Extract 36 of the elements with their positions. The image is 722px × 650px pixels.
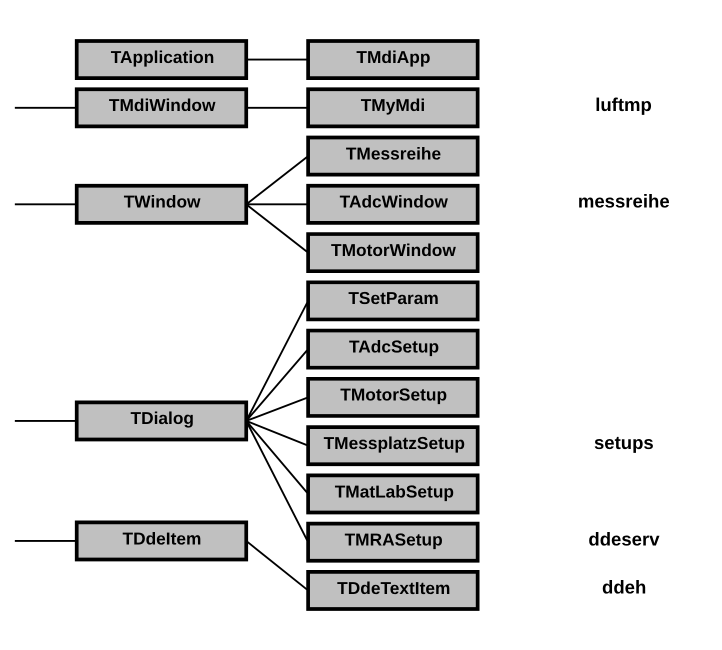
node-box: TMyMdi [306,87,479,128]
label: ddeh [602,576,646,598]
label: ddeserv [588,528,660,550]
connector [245,396,308,422]
connector [14,106,76,109]
connector [14,420,76,422]
node-box: TMRASetup [306,522,479,563]
node-box: TDdeTextItem [306,570,479,611]
connector [245,540,308,592]
label: messreihe [577,190,670,212]
label: luftmp [594,94,652,115]
node-box: TWindow [74,184,248,225]
connector [245,420,308,447]
node-box: TMotorSetup [306,376,479,418]
node-box: TMdiWindow [74,87,248,128]
connector [14,540,76,542]
node-box: TDialog [74,400,248,442]
connector [246,58,308,60]
connector [14,203,76,206]
connector [245,155,308,206]
node-box: TMotorWindow [306,232,479,274]
node-box: TMessplatzSetup [306,425,479,466]
node-box: TDdeItem [74,520,248,562]
node-box: TMessreihe [306,136,479,176]
node-box: TMdiApp [306,39,479,80]
connector [245,420,308,494]
connector [245,348,308,422]
connector [245,204,308,254]
node-box: TAdcWindow [306,184,479,225]
connector [246,203,308,206]
node-box: TMatLabSetup [306,474,479,514]
node-box: TAdcSetup [306,328,479,370]
node-box: TSetParam [306,280,479,322]
connector [246,106,308,109]
node-box: TApplication [74,39,248,80]
label: setups [593,432,654,453]
